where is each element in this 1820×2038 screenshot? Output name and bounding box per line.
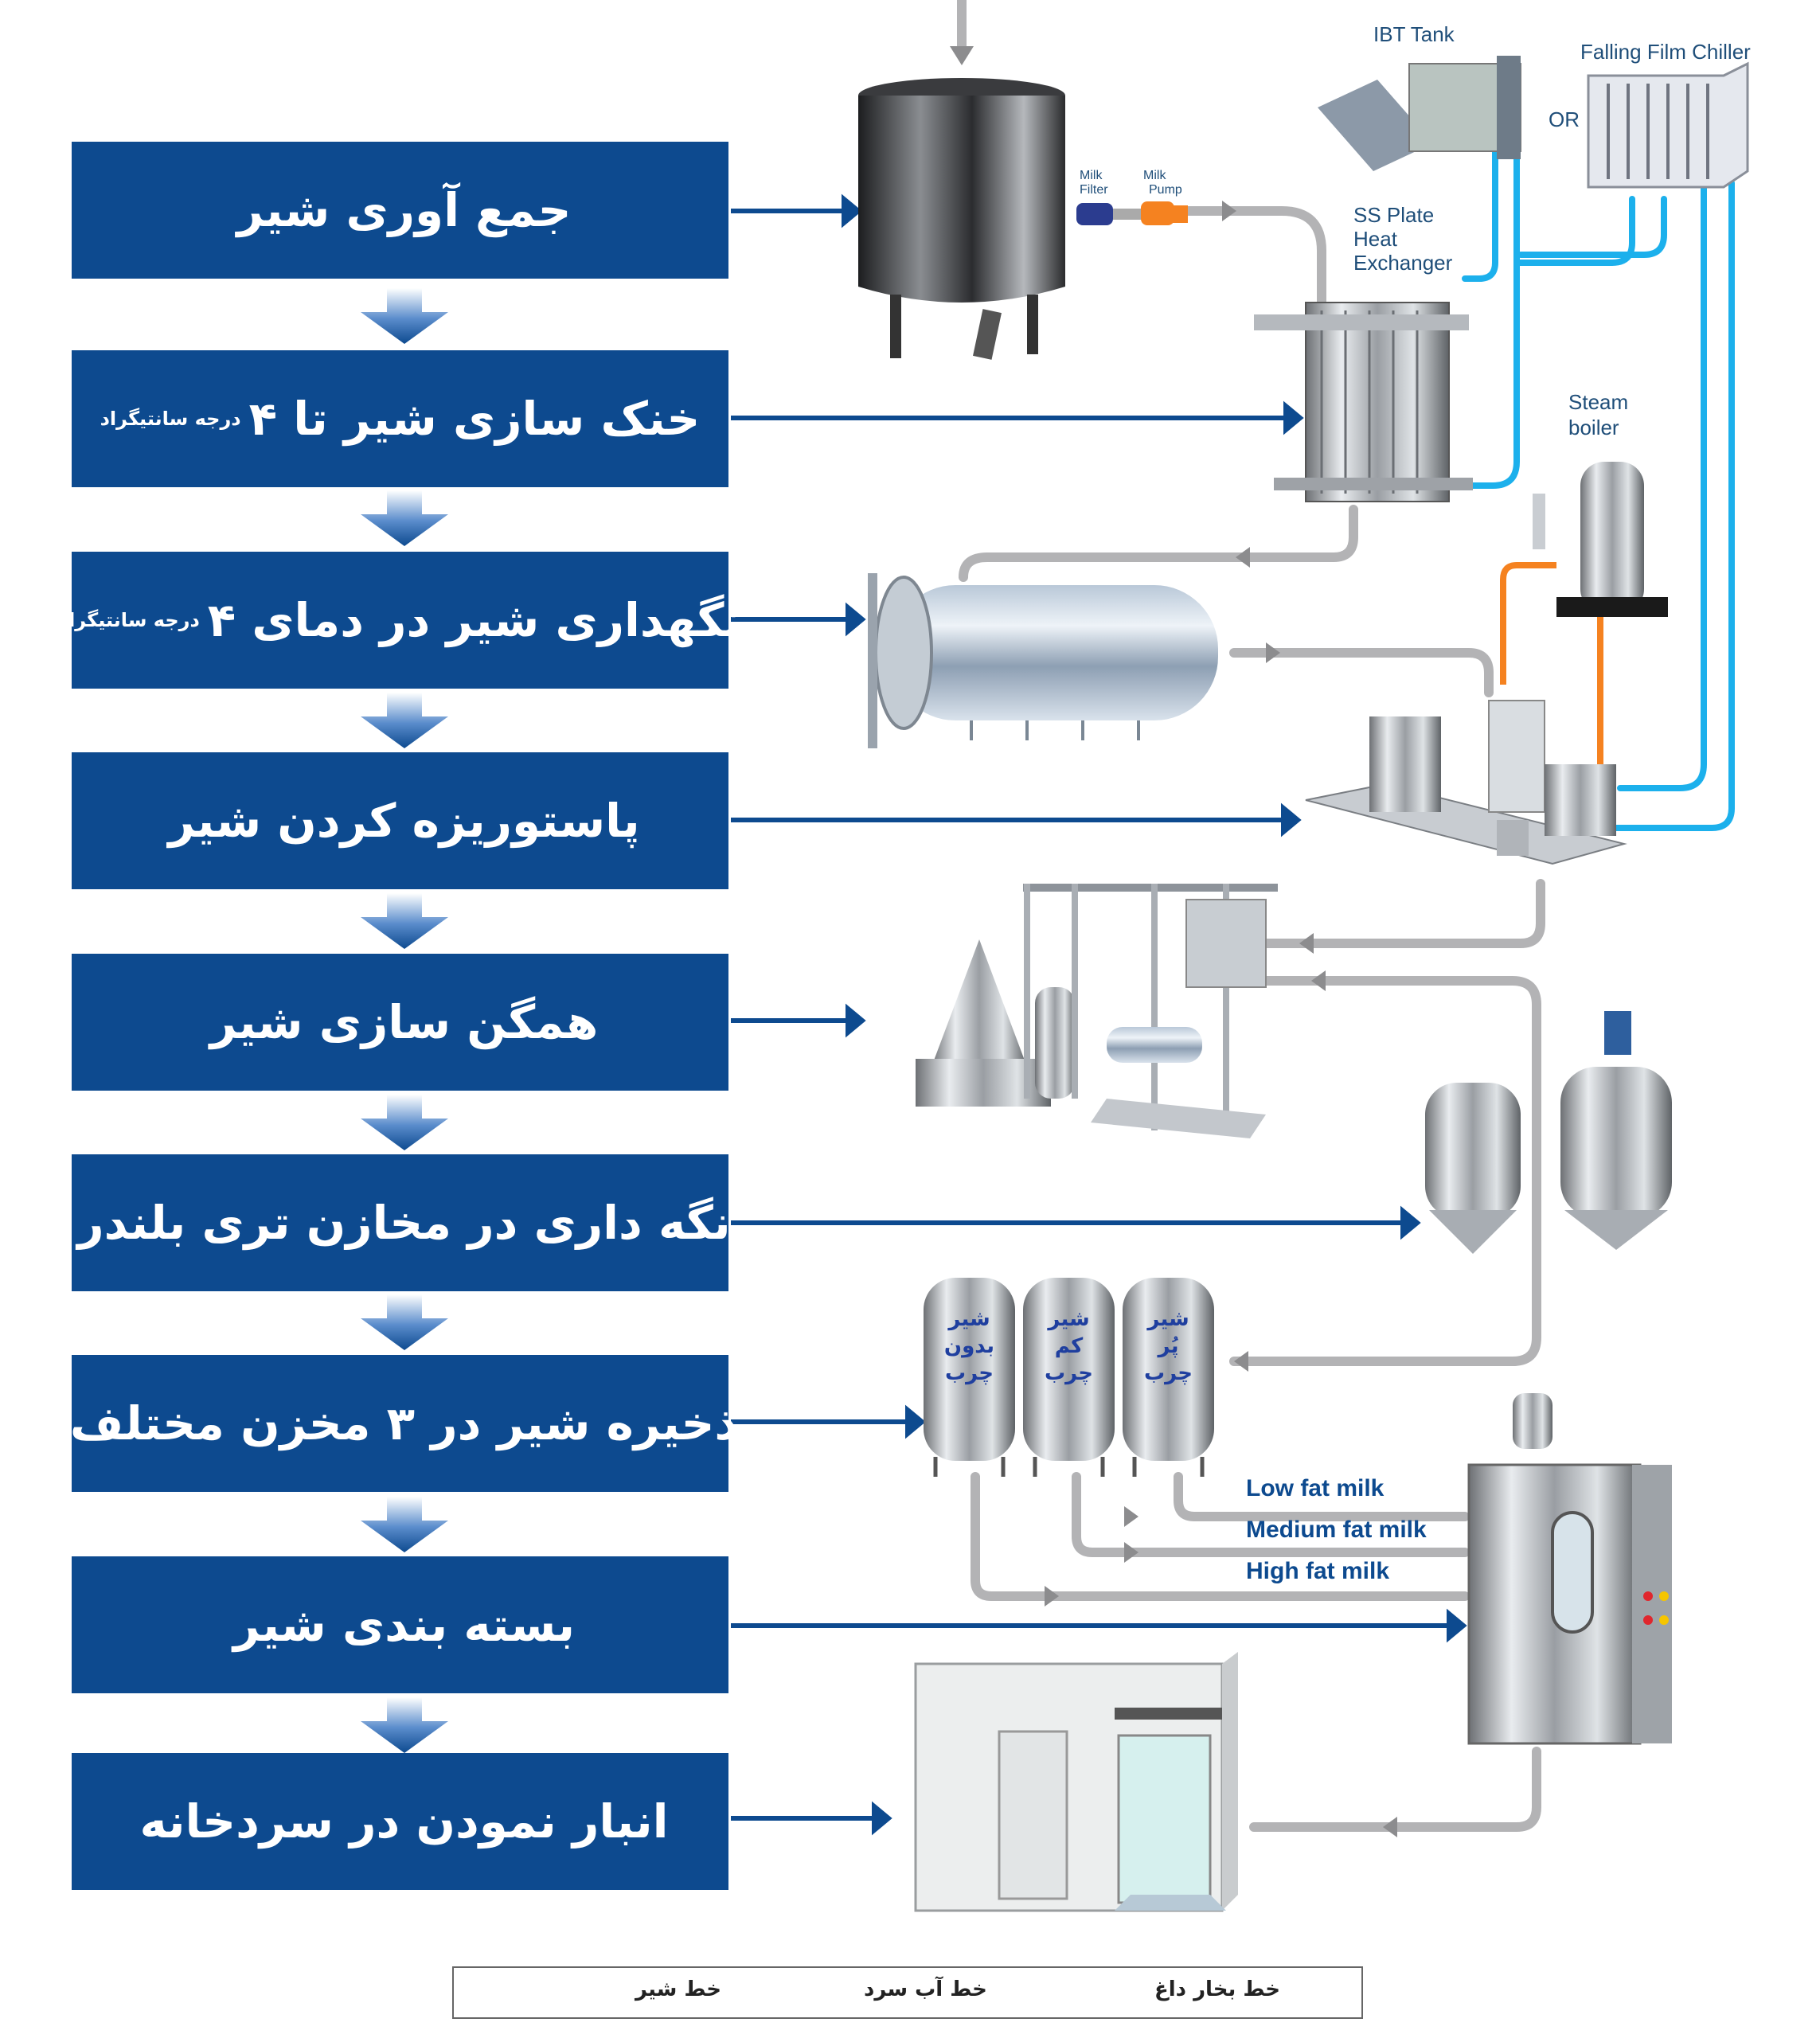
boiler-label-2: boiler — [1568, 416, 1619, 439]
steam-boiler — [1533, 462, 1668, 617]
step-label: نگهداری شیر در دمای ۴ — [207, 593, 742, 647]
collection-tank — [858, 78, 1065, 360]
separator-homogenizer — [916, 884, 1278, 1138]
step-milk-collection: جمع آوری شیر — [72, 142, 728, 279]
milk-pump-label-1: Milk — [1143, 169, 1166, 182]
milk-pump-label-2: Pump — [1149, 183, 1182, 197]
step-label: همگن سازی شیر — [209, 995, 599, 1049]
milk-lines — [957, 0, 1545, 1832]
milk-filter-and-pump — [1076, 201, 1188, 225]
plate-heat-exchanger — [1254, 302, 1473, 502]
step-label: پاستوریزه کردن شیر — [168, 794, 640, 848]
low-fat-milk-label: Low fat milk — [1246, 1475, 1385, 1501]
chiller-label: Falling Film Chiller — [1580, 40, 1751, 64]
cold-water-lines — [1454, 148, 1735, 831]
step-connector-arrows — [361, 288, 448, 1753]
down-arrow — [361, 288, 448, 344]
step-cold-storage: انبار نمودن در سردخانه — [72, 1753, 728, 1890]
step-packaging: بسته بندی شیر — [72, 1556, 728, 1693]
boiler-label-1: Steam — [1568, 390, 1629, 414]
down-arrow — [361, 693, 448, 748]
down-arrow — [361, 1497, 448, 1552]
pasteurizer-unit — [1305, 700, 1627, 865]
ibt-tank-label: IBT Tank — [1373, 22, 1455, 46]
legend-milk-line: خط شیر — [635, 1977, 721, 2001]
step-unit: درجه سانتیگراد — [58, 609, 200, 631]
ibt-tank — [1318, 56, 1521, 171]
step-pasteurization: پاستوریزه کردن شیر — [72, 752, 728, 889]
down-arrow — [361, 1095, 448, 1150]
cold-storage-room — [914, 1652, 1238, 1912]
step-homogenization: همگن سازی شیر — [72, 954, 728, 1091]
legend-cold-water-line: خط آب سرد — [864, 1977, 987, 2001]
tri-blender-tanks — [1425, 1011, 1672, 1254]
packaging-machine — [1467, 1393, 1672, 1745]
high-fat-milk-label: High fat milk — [1246, 1558, 1390, 1584]
silo-label-skim: شیر بدون چرب — [931, 1306, 1007, 1387]
silo-label-low-fat: شیر کم چرب — [1031, 1306, 1107, 1387]
silo-text: چرب — [1143, 1361, 1193, 1385]
step-to-equipment-arrows — [731, 193, 1467, 1836]
silo-text: شیر — [1048, 1307, 1090, 1331]
phe-label-3: Exchanger — [1353, 251, 1453, 275]
down-arrow — [361, 893, 448, 949]
falling-film-chiller — [1587, 61, 1749, 189]
milk-filter-label-2: Filter — [1080, 183, 1108, 197]
steam-lines — [1500, 562, 1603, 764]
down-arrow — [361, 1294, 448, 1350]
step-label: ذخیره شیر در ۳ مخزن مختلف — [69, 1396, 739, 1450]
silo-text: شیر — [1147, 1307, 1189, 1331]
step-label: جمع آوری شیر — [236, 183, 572, 237]
milk-storage-silos — [924, 1278, 1214, 1477]
step-label: خنک سازی شیر تا ۴ — [248, 392, 701, 446]
down-arrow — [361, 1697, 448, 1753]
step-unit: درجه سانتیگراد — [100, 408, 241, 430]
phe-label-1: SS Plate — [1353, 203, 1435, 227]
step-milk-holding: نگهداری شیر در دمای ۴ درجه سانتیگراد — [59, 552, 741, 689]
step-label: بسته بندی شیر — [233, 1598, 575, 1652]
down-arrow — [361, 490, 448, 546]
or-label: OR — [1549, 107, 1580, 131]
silo-text: بدون — [943, 1334, 995, 1358]
medium-fat-milk-label: Medium fat milk — [1246, 1517, 1427, 1543]
step-milk-cooling: خنک سازی شیر تا ۴ درجه سانتیگراد — [72, 350, 728, 487]
milk-filter-label-1: Milk — [1080, 169, 1103, 182]
silo-text: کم — [1054, 1334, 1084, 1358]
silo-text: پُر — [1158, 1334, 1179, 1358]
horizontal-storage-tank — [868, 573, 1218, 748]
milk-line-arrowheads — [950, 46, 1397, 1837]
silo-text: چرب — [1044, 1361, 1094, 1385]
legend-steam-line: خط بخار داغ — [1154, 1977, 1280, 2001]
silo-text: شیر — [948, 1307, 990, 1331]
step-three-tank-storage: ذخیره شیر در ۳ مخزن مختلف — [70, 1355, 738, 1492]
legend: خط شیر خط آب سرد خط بخار داغ — [452, 1966, 1363, 2019]
phe-label-2: Heat — [1353, 227, 1397, 251]
silo-label-full-fat: شیر پُر چرب — [1131, 1306, 1206, 1387]
step-label: انبار نمودن در سردخانه — [139, 1794, 669, 1849]
silo-text: چرب — [944, 1361, 994, 1385]
step-label: نگه داری در مخازن تری بلندر — [77, 1196, 731, 1250]
step-tri-blender: نگه داری در مخازن تری بلندر — [72, 1154, 731, 1291]
